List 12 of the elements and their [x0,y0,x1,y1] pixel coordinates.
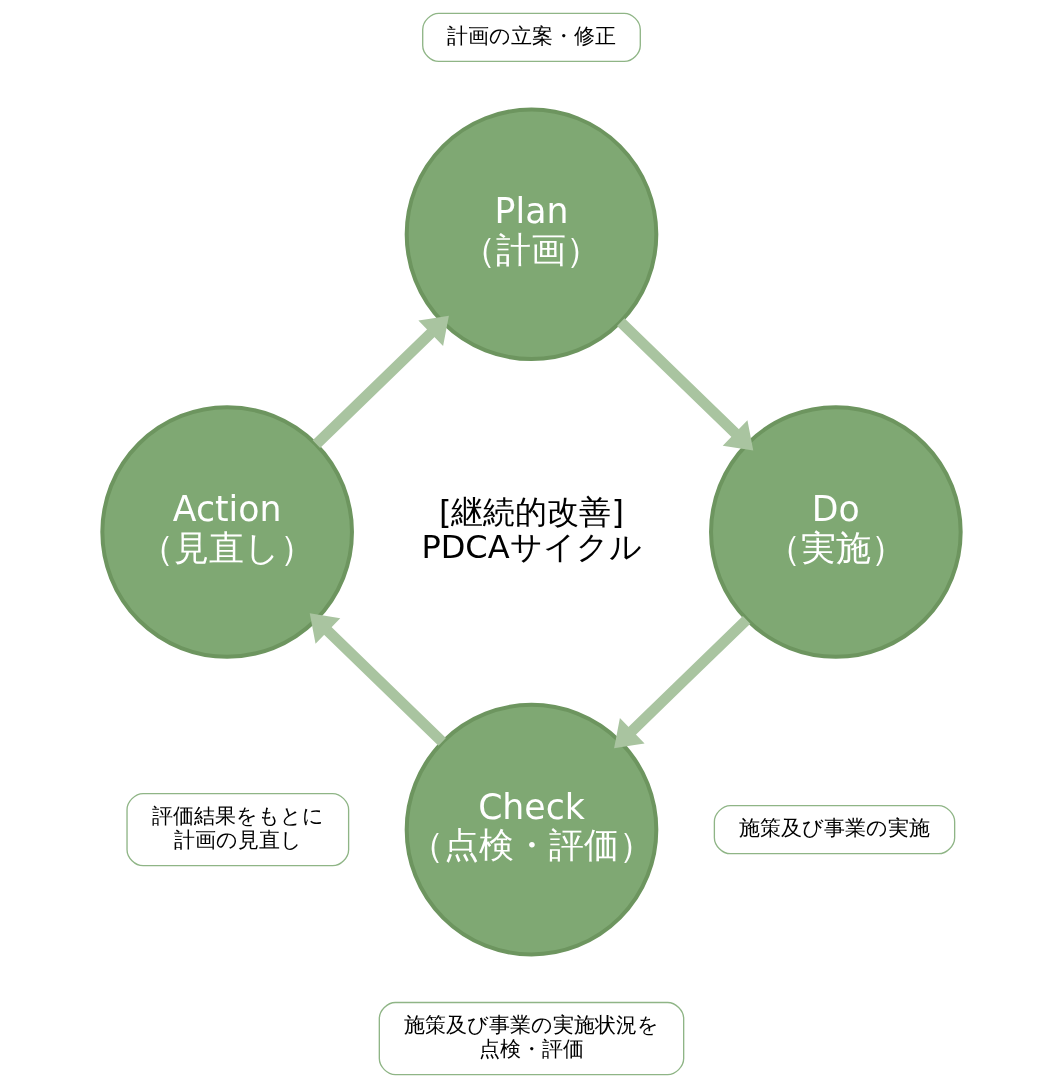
node-box: 施策及び事業の実施 [713,804,956,855]
node-box: 施策及び事業の実施状況を点検・評価 [378,1001,685,1076]
node-circle: Plan （計画） [404,107,659,362]
arrow [614,616,751,749]
node-circle: Do （実施） [709,405,963,659]
arrow [617,318,754,451]
node-box: 計画の立案・修正 [422,12,641,63]
node-box: 評価結果をもとに計画の見直し [126,792,350,867]
node-circle: Action （見直し） [100,405,354,659]
node-circle: Check （点検・評価） [404,702,659,957]
arrow [309,613,446,746]
arrow [312,315,449,448]
